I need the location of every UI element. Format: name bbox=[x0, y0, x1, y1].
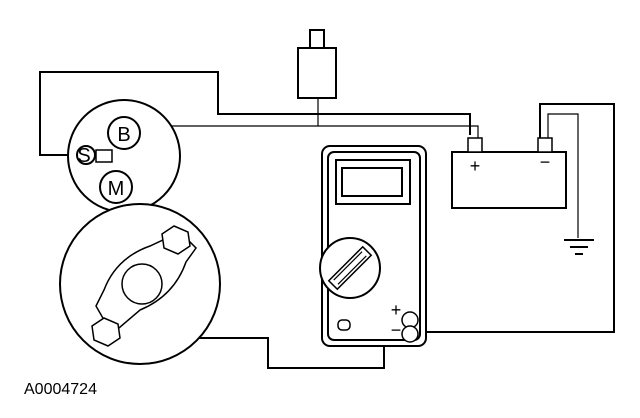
meter-negative-jack bbox=[401, 325, 419, 343]
terminal-s-stud bbox=[95, 149, 113, 163]
starter-motor-icon bbox=[59, 203, 221, 365]
terminal-m bbox=[99, 170, 133, 204]
battery-positive-label: + bbox=[470, 156, 481, 176]
battery-negative-wire bbox=[416, 103, 615, 333]
battery-cable bbox=[140, 125, 479, 144]
battery-negative-post bbox=[537, 137, 553, 153]
terminal-m-label: M bbox=[108, 178, 125, 200]
battery-positive-post bbox=[467, 137, 483, 153]
multimeter-icon: + − bbox=[319, 145, 427, 347]
meter-display bbox=[341, 167, 403, 197]
battery-icon: + − bbox=[451, 137, 567, 209]
battery-negative-label: − bbox=[540, 152, 551, 172]
meter-negative-label: − bbox=[391, 320, 402, 340]
meter-positive-label: + bbox=[391, 300, 402, 320]
terminal-s-label: S bbox=[77, 145, 90, 167]
meter-dial-knob bbox=[327, 245, 373, 291]
terminal-s bbox=[76, 145, 96, 165]
mounting-bolt-lower bbox=[91, 317, 121, 347]
terminal-b-label: B bbox=[117, 124, 130, 146]
ground-icon bbox=[564, 239, 594, 255]
start-wire bbox=[39, 71, 471, 156]
ground-wire bbox=[547, 113, 579, 238]
meter-indicator bbox=[337, 319, 351, 331]
figure-id: A0004724 bbox=[24, 381, 97, 398]
mounting-bolt-upper bbox=[161, 225, 191, 255]
starter-solenoid-icon: B M S bbox=[67, 99, 181, 213]
ignition-switch-icon bbox=[297, 29, 337, 99]
motor-shaft bbox=[121, 263, 163, 305]
terminal-b bbox=[107, 116, 141, 150]
